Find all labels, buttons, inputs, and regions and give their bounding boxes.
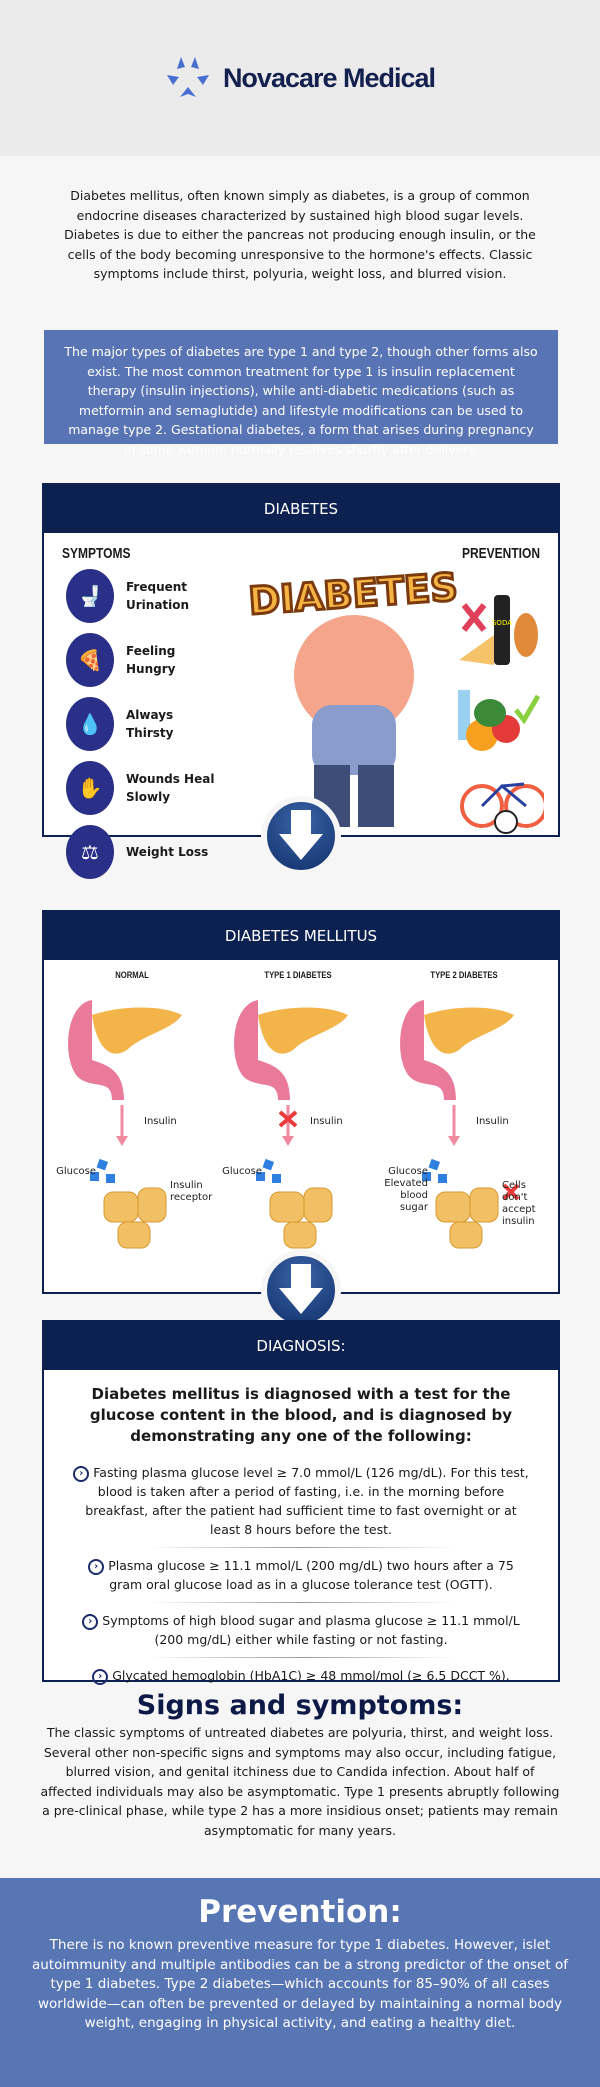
column-heading: TYPE 1 DIABETES [264, 970, 332, 980]
pancreas-illustration [68, 1000, 182, 1249]
criterion-item: ›Glycated hemoglobin (HbA1C) ≥ 48 mmol/m… [44, 1660, 558, 1691]
panel-title: DIABETES MELLITUS [44, 912, 558, 960]
diagnosis-lead: Diabetes mellitus is diagnosed with a te… [89, 1385, 513, 1445]
eating-icon: 🍕 [66, 633, 114, 687]
panel-title: DIAGNOSIS: [44, 1322, 558, 1370]
chevron-right-icon: › [73, 1465, 90, 1482]
divider [146, 1602, 456, 1603]
diagram-column: NORMAL Insulin Glucose Insulin receptor [52, 970, 212, 1250]
symptom-item: 🍕Feeling Hungry [66, 633, 216, 687]
prevention-title: Prevention: [198, 1894, 402, 1930]
diagnosis-panel: DIAGNOSIS: Diabetes mellitus is diagnose… [42, 1320, 560, 1685]
chevron-right-icon: › [92, 1668, 109, 1685]
thirsty-icon: 💧 [66, 697, 114, 751]
symptom-item: 💧Always Thirsty [66, 697, 216, 751]
signs-section: Signs and symptoms: The classic symptoms… [40, 1690, 560, 1840]
healthy-food-icon [458, 690, 541, 751]
types-box: The major types of diabetes are type 1 a… [44, 330, 558, 457]
brand-name: Novacare Medical [222, 62, 436, 93]
svg-text:SODA: SODA [492, 619, 512, 627]
column-heading: NORMAL [115, 970, 149, 980]
logo-icon [166, 57, 209, 97]
symptom-item: ✋Wounds Heal Slowly [66, 761, 216, 815]
divider [146, 1547, 456, 1548]
prevention-label: PREVENTION [462, 545, 541, 562]
symptoms-label: SYMPTOMS [62, 545, 131, 562]
down-arrow-icon [261, 796, 341, 876]
intro-text: Diabetes mellitus, often known simply as… [64, 188, 536, 281]
junk-food-icon: SODA [459, 595, 538, 665]
toilet-icon: 🚽 [66, 569, 114, 623]
chevron-right-icon: › [88, 1558, 105, 1575]
pancreas-illustration [234, 1000, 348, 1249]
symptom-item: ⚖Weight Loss [66, 825, 216, 879]
mellitus-panel: DIABETES MELLITUS NORMAL Insulin Glucose… [42, 910, 560, 1294]
pancreas-illustration [400, 1000, 520, 1249]
diabetes-panel: DIABETES SYMPTOMS PREVENTION 🚽Frequent U… [42, 483, 560, 879]
divider [146, 1657, 456, 1658]
diabetes-art-title: DIABETES [247, 565, 459, 623]
criterion-item: ›Symptoms of high blood sugar and plasma… [44, 1605, 558, 1655]
wounded-hand-icon: ✋ [66, 761, 114, 815]
signs-text: The classic symptoms of untreated diabet… [40, 1725, 560, 1838]
scale-icon: ⚖ [66, 825, 114, 879]
down-arrow-icon [261, 1250, 341, 1330]
stressed-man-illustration: DIABETES [246, 563, 461, 827]
symptom-item: 🚽Frequent Urination [66, 569, 216, 623]
diagram-column: TYPE 1 DIABETES Insulin Glucose [218, 970, 378, 1250]
signs-title: Signs and symptoms: [136, 1690, 464, 1721]
header: Novacare Medical [0, 0, 600, 156]
prevention-section: Prevention: There is no known preventive… [0, 1878, 600, 2087]
criterion-item: ›Fasting plasma glucose level ≥ 7.0 mmol… [44, 1457, 558, 1545]
prevention-text: There is no known preventive measure for… [32, 1937, 568, 2031]
diagram-column: TYPE 2 DIABETES Insulin Glucose Elevated… [384, 970, 544, 1250]
criterion-item: ›Plasma glucose ≥ 11.1 mmol/L (200 mg/dL… [44, 1550, 558, 1600]
chevron-right-icon: › [82, 1613, 99, 1630]
panel-title: DIABETES [44, 485, 558, 533]
column-heading: TYPE 2 DIABETES [430, 970, 498, 980]
exercise-icon [460, 782, 544, 834]
